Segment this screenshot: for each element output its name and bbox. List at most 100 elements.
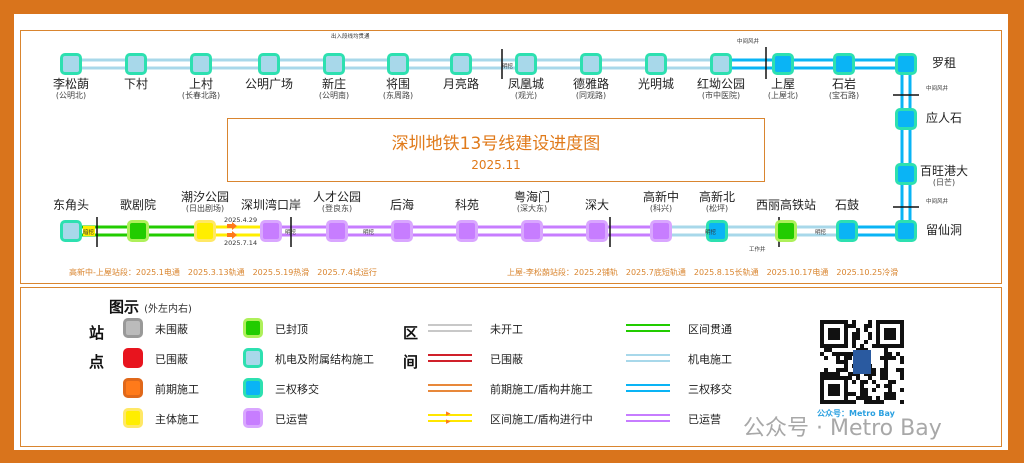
station-label: 深大 xyxy=(584,198,610,212)
legend-section-label: 区间施工/盾构进行中 xyxy=(490,413,593,426)
station-罗租[interactable] xyxy=(895,53,917,75)
legend-section-swatch xyxy=(626,324,670,332)
annotation-shaft: 中间风井 xyxy=(737,39,760,45)
station-上村[interactable] xyxy=(190,53,212,75)
station-label: 高新北(松坪) xyxy=(698,190,736,214)
station-深圳湾口岸[interactable] xyxy=(260,220,282,242)
station-label: 歌剧院 xyxy=(119,198,157,212)
station-潮汐公园[interactable] xyxy=(194,220,216,242)
station-label: 科苑 xyxy=(454,198,480,212)
legend-station-label: 已封顶 xyxy=(275,323,308,336)
legend-section-label: 已围蔽 xyxy=(490,353,523,366)
qr-code[interactable] xyxy=(819,320,905,404)
legend-section-swatch xyxy=(626,414,670,422)
station-label: 潮汐公园(日出剧场) xyxy=(180,190,230,214)
station-label: 月亮路 xyxy=(442,77,480,91)
station-上屋[interactable] xyxy=(772,53,794,75)
legend-station-swatch xyxy=(123,378,143,398)
legend-station-swatch xyxy=(123,348,143,368)
station-label: 应人石 xyxy=(925,111,963,125)
annotation-cut: 明挖 xyxy=(285,230,297,236)
mine-section xyxy=(83,226,95,236)
station-label: 下村 xyxy=(123,77,149,91)
station-石鼓[interactable] xyxy=(836,220,858,242)
legend-station-label: 点 xyxy=(89,353,105,371)
station-label: 后海 xyxy=(389,198,415,212)
station-人才公园[interactable] xyxy=(326,220,348,242)
legend-station-label: 机电及附属结构施工 xyxy=(275,353,374,366)
station-深大[interactable] xyxy=(586,220,608,242)
qr-caption: 公众号：Metro Bay xyxy=(817,409,895,418)
station-留仙洞[interactable] xyxy=(895,220,917,242)
annotation-cut: 明挖 xyxy=(815,230,827,236)
station-李松蓢[interactable] xyxy=(60,53,82,75)
shield-arrow-icon xyxy=(227,222,237,230)
station-label: 光明城 xyxy=(637,77,675,91)
station-label: 将围(东周路) xyxy=(382,77,414,101)
legend-station-swatch xyxy=(243,348,263,368)
station-高新北[interactable] xyxy=(706,220,728,242)
station-高新中[interactable] xyxy=(650,220,672,242)
station-后海[interactable] xyxy=(391,220,413,242)
legend-section-label: 机电施工 xyxy=(688,353,732,366)
station-公明广场[interactable] xyxy=(258,53,280,75)
annotation-work-shaft: 工作井 xyxy=(749,247,766,253)
legend-station-label: 未围蔽 xyxy=(155,323,188,336)
legend-station-swatch xyxy=(243,408,263,428)
progress-note-right: 上屋-李松蓢站段：2025.2铺轨 2025.7底短轨通 2025.8.15长轨… xyxy=(507,268,899,277)
station-label: 东角头 xyxy=(52,198,90,212)
title-box: 深圳地铁13号线建设进度图 2025.11 xyxy=(227,118,765,182)
station-光明城[interactable] xyxy=(645,53,667,75)
station-label: 公明广场 xyxy=(244,77,294,91)
annotation-mine: 暗挖 xyxy=(83,230,95,236)
station-百旺港大[interactable] xyxy=(895,163,917,185)
station-下村[interactable] xyxy=(125,53,147,75)
station-西丽高铁站[interactable] xyxy=(775,220,797,242)
station-将围[interactable] xyxy=(387,53,409,75)
legend-section-label: 间 xyxy=(403,353,419,371)
shield-arrow-icon xyxy=(227,231,237,239)
legend-station-label: 站 xyxy=(89,324,105,342)
station-label: 深圳湾口岸 xyxy=(240,198,302,212)
annotation-shaft: 中间风井 xyxy=(926,199,949,205)
legend-station-swatch xyxy=(123,408,143,428)
station-应人石[interactable] xyxy=(895,108,917,130)
sheet: 深圳地铁13号线建设进度图 2025.11 李松蓢(公明北)下村上村(长春北路)… xyxy=(14,14,1008,450)
page-title: 深圳地铁13号线建设进度图 xyxy=(391,134,601,154)
shield-arrow-icon: ▸▸ xyxy=(446,409,451,427)
legend-panel: 图示 (外左内右) 站 点 区 间 未围蔽已围蔽前期施工主体施工已封顶机电及附属… xyxy=(20,287,1002,447)
legend-section-label: 前期施工/盾构井施工 xyxy=(490,383,593,396)
annotation-depot: 出入段线均贯通 xyxy=(331,34,370,40)
station-label: 上村(长春北路) xyxy=(181,77,221,101)
station-label: 人才公园(登良东) xyxy=(312,190,362,214)
progress-note-left: 高新中-上屋站段：2025.1电通 2025.3.13轨通 2025.5.19热… xyxy=(69,268,377,277)
station-东角头[interactable] xyxy=(60,220,82,242)
station-粤海门[interactable] xyxy=(521,220,543,242)
station-凤凰城[interactable] xyxy=(515,53,537,75)
legend-station-label: 已运营 xyxy=(275,413,308,426)
date-lower: 2025.7.14 xyxy=(224,239,258,247)
station-新庄[interactable] xyxy=(323,53,345,75)
station-label: 西丽高铁站 xyxy=(755,198,817,212)
legend-station-swatch xyxy=(123,318,143,338)
legend-station-label: 三权移交 xyxy=(275,383,319,396)
station-label: 新庄(公明南) xyxy=(318,77,350,101)
legend-station-swatch xyxy=(243,318,263,338)
legend-section-swatch xyxy=(428,384,472,392)
annotation-cut: 明挖 xyxy=(363,230,375,236)
date-upper: 2025.4.29 xyxy=(224,216,258,224)
station-label: 石鼓 xyxy=(834,198,860,212)
station-label: 红坳公园(市中医院) xyxy=(696,77,746,101)
station-红坳公园[interactable] xyxy=(710,53,732,75)
station-歌剧院[interactable] xyxy=(127,220,149,242)
station-label: 高新中(科兴) xyxy=(642,190,680,214)
legend-station-label: 前期施工 xyxy=(155,383,199,396)
legend-station-swatch xyxy=(243,378,263,398)
station-label: 粤海门(深大东) xyxy=(513,190,551,214)
watermark: 公众号 · Metro Bay xyxy=(743,416,942,441)
station-德雅路[interactable] xyxy=(580,53,602,75)
station-label: 凤凰城(观光) xyxy=(507,77,545,101)
station-月亮路[interactable] xyxy=(450,53,472,75)
station-科苑[interactable] xyxy=(456,220,478,242)
station-石岩[interactable] xyxy=(833,53,855,75)
